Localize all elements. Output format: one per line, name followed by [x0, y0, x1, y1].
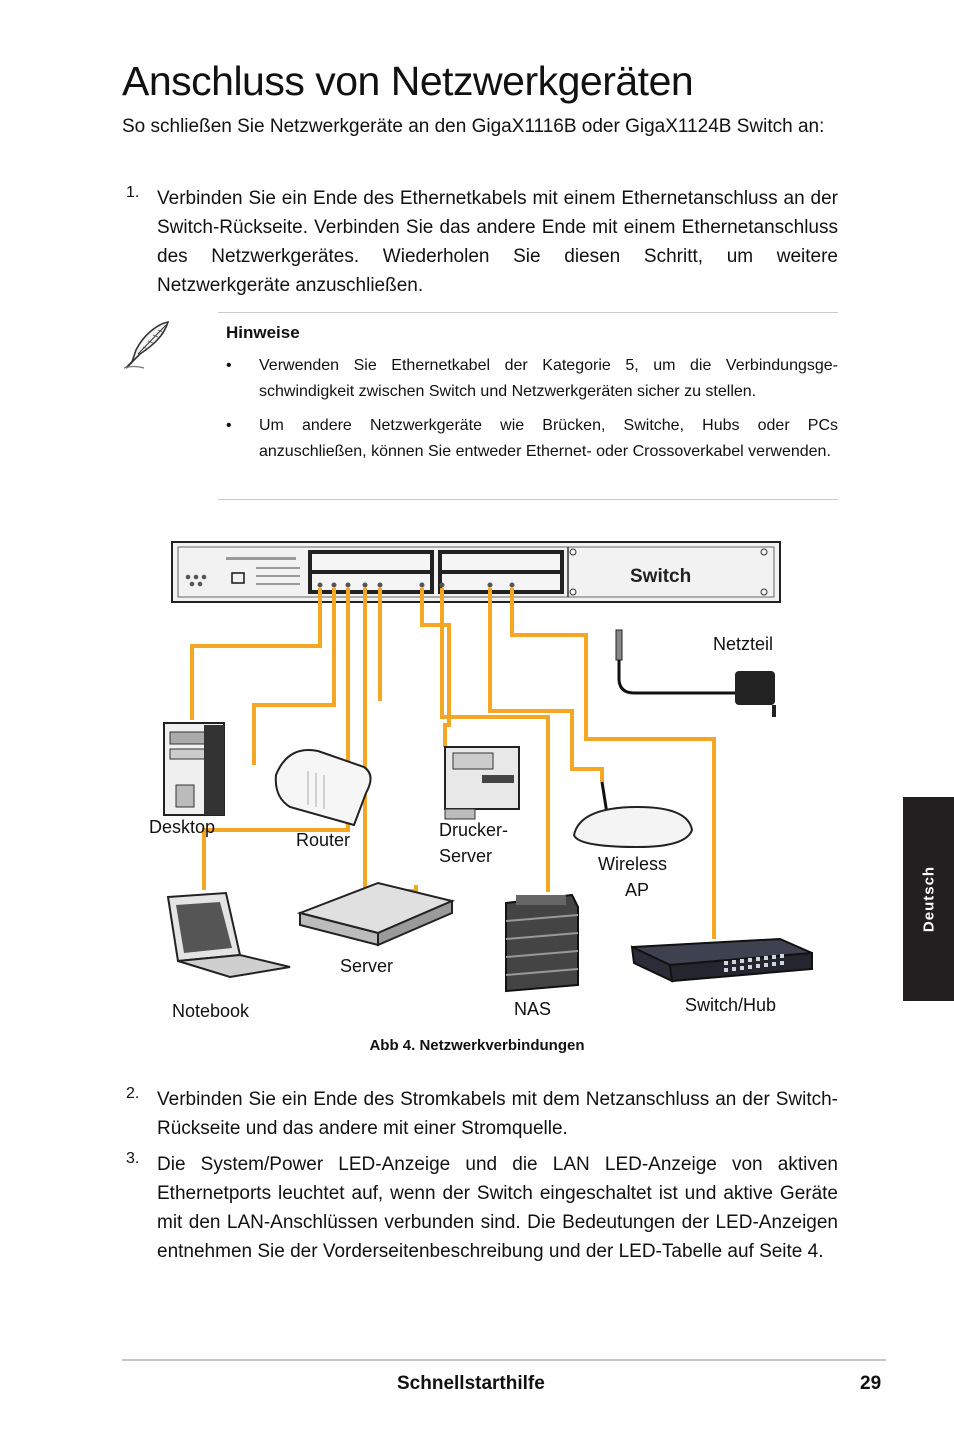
notebook-device [166, 891, 291, 979]
label-desktop: Desktop [149, 817, 216, 837]
power-adapter [615, 629, 776, 717]
desktop-pc [163, 722, 225, 816]
rack-server-device [296, 881, 456, 947]
page-title: Anschluss von Netzwerkgeräten [122, 58, 694, 104]
step-number: 1. [126, 184, 140, 201]
note-box: Hinweise • Verwenden Sie Ethernetkabel d… [218, 312, 838, 500]
step-text: Die System/Power LED-Anzeige und die LAN… [157, 1154, 838, 1262]
intro-paragraph: So schließen Sie Netzwerkgeräte an den G… [122, 116, 825, 137]
note-heading: Hinweise [226, 323, 300, 342]
label-server: Server [340, 956, 394, 976]
label-netzteil: Netzteil [713, 634, 774, 654]
step-2: 2. Verbinden Sie ein Ende des Stromkabel… [122, 1085, 838, 1143]
network-diagram: Switch [140, 535, 820, 1030]
label-notebook: Notebook [172, 1001, 250, 1021]
language-tab: Deutsch [903, 797, 954, 1001]
label-switch-hub: Switch/Hub [685, 995, 777, 1015]
router-device [274, 749, 372, 827]
label-wireless-1: Wireless [598, 854, 668, 874]
note-text: Um andere Netzwerkgeräte wie Brücken, Sw… [259, 417, 838, 460]
note-text: Verwenden Sie Ethernetkabel der Kategori… [259, 357, 838, 400]
switch-label: Switch [630, 566, 691, 587]
printer-device [444, 746, 520, 820]
page-number: 29 [860, 1373, 882, 1394]
footer-title: Schnellstarthilfe [397, 1373, 545, 1394]
step-number: 3. [126, 1150, 140, 1167]
step-3: 3. Die System/Power LED-Anzeige und die … [122, 1150, 838, 1266]
pen-icon [122, 318, 174, 377]
nas-device [505, 893, 579, 993]
step-text: Verbinden Sie ein Ende des Ethernetkabel… [157, 188, 838, 296]
switch-device [171, 541, 781, 603]
label-drucker-server-1: Drucker- [439, 820, 509, 840]
bullet: • [226, 417, 232, 434]
switch-hub-device [630, 937, 813, 983]
label-wireless-2: AP [625, 880, 650, 900]
label-drucker-server-2: Server [439, 846, 493, 866]
figure-caption: Abb 4. Netzwerkverbindungen [369, 1037, 585, 1054]
footer-divider [122, 1359, 886, 1361]
note-item: • Verwenden Sie Ethernetkabel der Katego… [226, 353, 838, 405]
step-1: 1. Verbinden Sie ein Ende des Ethernetka… [122, 184, 838, 300]
step-text: Verbinden Sie ein Ende des Stromkabels m… [157, 1089, 838, 1139]
label-router: Router [296, 830, 351, 850]
note-item: • Um andere Netzwerkgeräte wie Brücken, … [226, 413, 838, 465]
bullet: • [226, 357, 232, 374]
wireless-ap-device [572, 781, 694, 849]
step-number: 2. [126, 1085, 140, 1102]
language-tab-label: Deutsch [920, 865, 937, 933]
label-nas: NAS [514, 999, 552, 1019]
